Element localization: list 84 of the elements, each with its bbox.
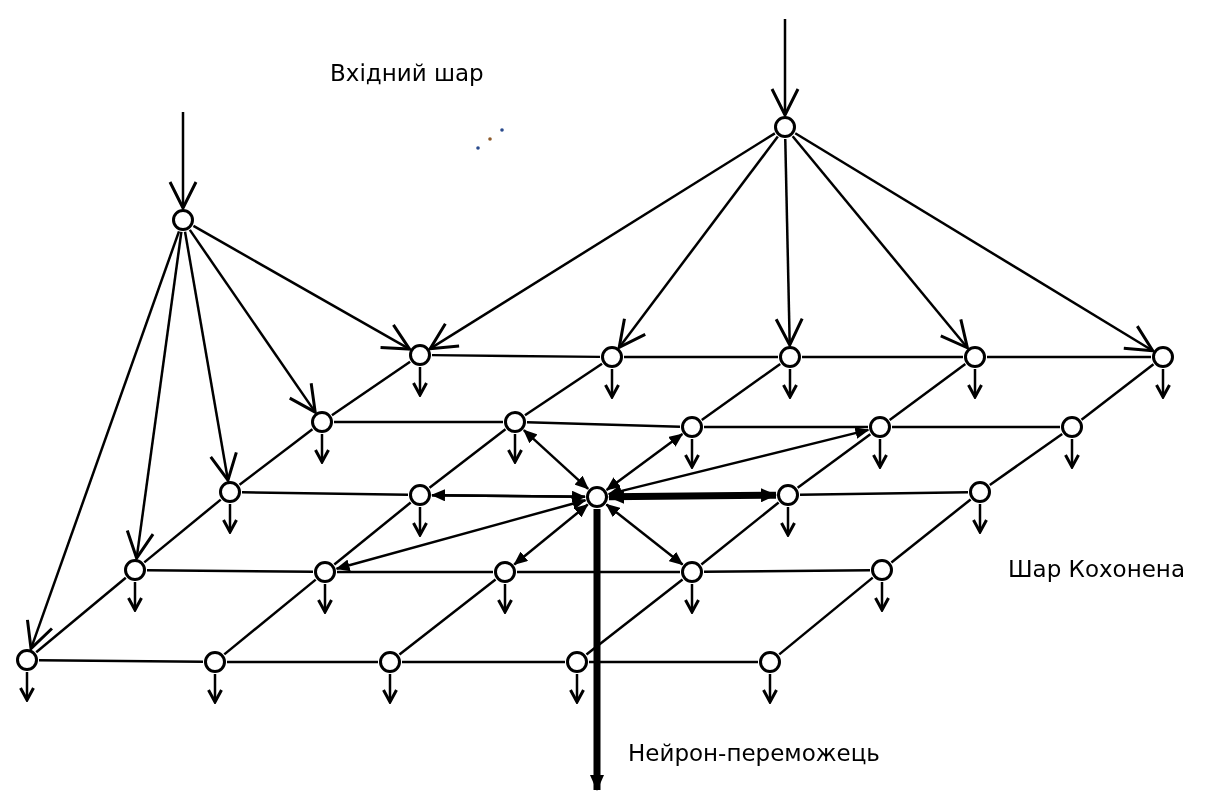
connector-line	[701, 362, 781, 422]
connector-line	[143, 498, 222, 564]
output-arrow	[507, 434, 523, 464]
connector-line	[700, 501, 780, 566]
connector-line	[428, 428, 507, 489]
double-arrow	[608, 488, 777, 504]
connector-line	[517, 570, 680, 574]
arrow	[774, 138, 804, 347]
connector-line	[432, 353, 600, 359]
connector-line	[585, 578, 684, 656]
connector-line	[704, 425, 868, 429]
output-arrow	[412, 507, 428, 537]
double-arrow	[513, 503, 589, 566]
connector-line	[800, 490, 968, 497]
connector-line	[524, 362, 603, 417]
connector-line	[333, 501, 412, 566]
connector-line	[892, 425, 1060, 429]
connector-line	[802, 355, 963, 359]
connector-line	[35, 576, 127, 654]
layer-label: Шар Кохонена	[1008, 558, 1185, 581]
connector-line	[888, 363, 967, 421]
layer-label: Вхідний шар	[330, 62, 484, 85]
output-arrow	[872, 439, 888, 469]
connector-line	[526, 421, 681, 428]
connector-line	[589, 660, 758, 664]
connector-line	[796, 433, 872, 489]
double-arrow	[607, 427, 870, 497]
double-arrow	[605, 503, 684, 566]
output-arrow	[382, 674, 398, 704]
connector-line	[402, 660, 565, 664]
output-arrow	[1064, 439, 1080, 469]
connector-line	[398, 578, 497, 656]
connector-line	[1080, 363, 1155, 421]
output-arrow	[497, 584, 513, 614]
output-arrow	[222, 504, 238, 534]
output-arrow	[762, 674, 778, 704]
connector-line	[778, 576, 874, 656]
connector-line	[989, 432, 1063, 487]
connector-line	[238, 428, 314, 486]
output-arrow	[317, 584, 333, 614]
connector-line	[337, 570, 493, 574]
arrow	[25, 230, 181, 651]
output-arrow	[569, 674, 585, 704]
output-arrow	[780, 507, 796, 537]
arrow	[794, 132, 1155, 353]
layer-label: Нейрон-переможець	[628, 742, 880, 765]
output-arrow	[604, 369, 620, 399]
connector-line	[227, 660, 378, 664]
arrow	[617, 135, 779, 349]
output-arrow	[782, 369, 798, 399]
connector-line	[987, 355, 1151, 359]
double-arrow	[335, 497, 587, 572]
arrow	[168, 112, 198, 210]
arrow	[125, 231, 183, 560]
output-arrow	[207, 674, 223, 704]
connector-line	[334, 420, 503, 424]
connector-line	[241, 490, 409, 497]
connector-line	[890, 498, 972, 564]
connector-line	[704, 568, 870, 574]
connector-line	[331, 360, 411, 417]
output-arrow	[967, 369, 983, 399]
output-arrow	[684, 439, 700, 469]
double-arrow	[431, 489, 586, 503]
arrow	[791, 135, 969, 350]
double-arrow	[523, 429, 589, 490]
output-arrow	[684, 584, 700, 614]
arrow	[590, 509, 604, 791]
double-arrow	[605, 433, 684, 491]
arrow	[192, 224, 412, 351]
output-arrow	[412, 367, 428, 397]
arrow	[183, 231, 238, 482]
output-arrow	[972, 504, 988, 534]
connector-line	[39, 658, 203, 664]
connector-line	[624, 355, 778, 359]
output-arrow	[874, 582, 890, 612]
output-arrow	[127, 582, 143, 612]
arrow	[188, 229, 317, 414]
output-arrow	[314, 434, 330, 464]
arrow	[428, 132, 776, 351]
connector-line	[147, 568, 313, 574]
output-arrow	[19, 672, 35, 702]
connector-line	[223, 578, 317, 656]
arrow	[770, 19, 800, 117]
output-arrow	[1155, 369, 1171, 399]
